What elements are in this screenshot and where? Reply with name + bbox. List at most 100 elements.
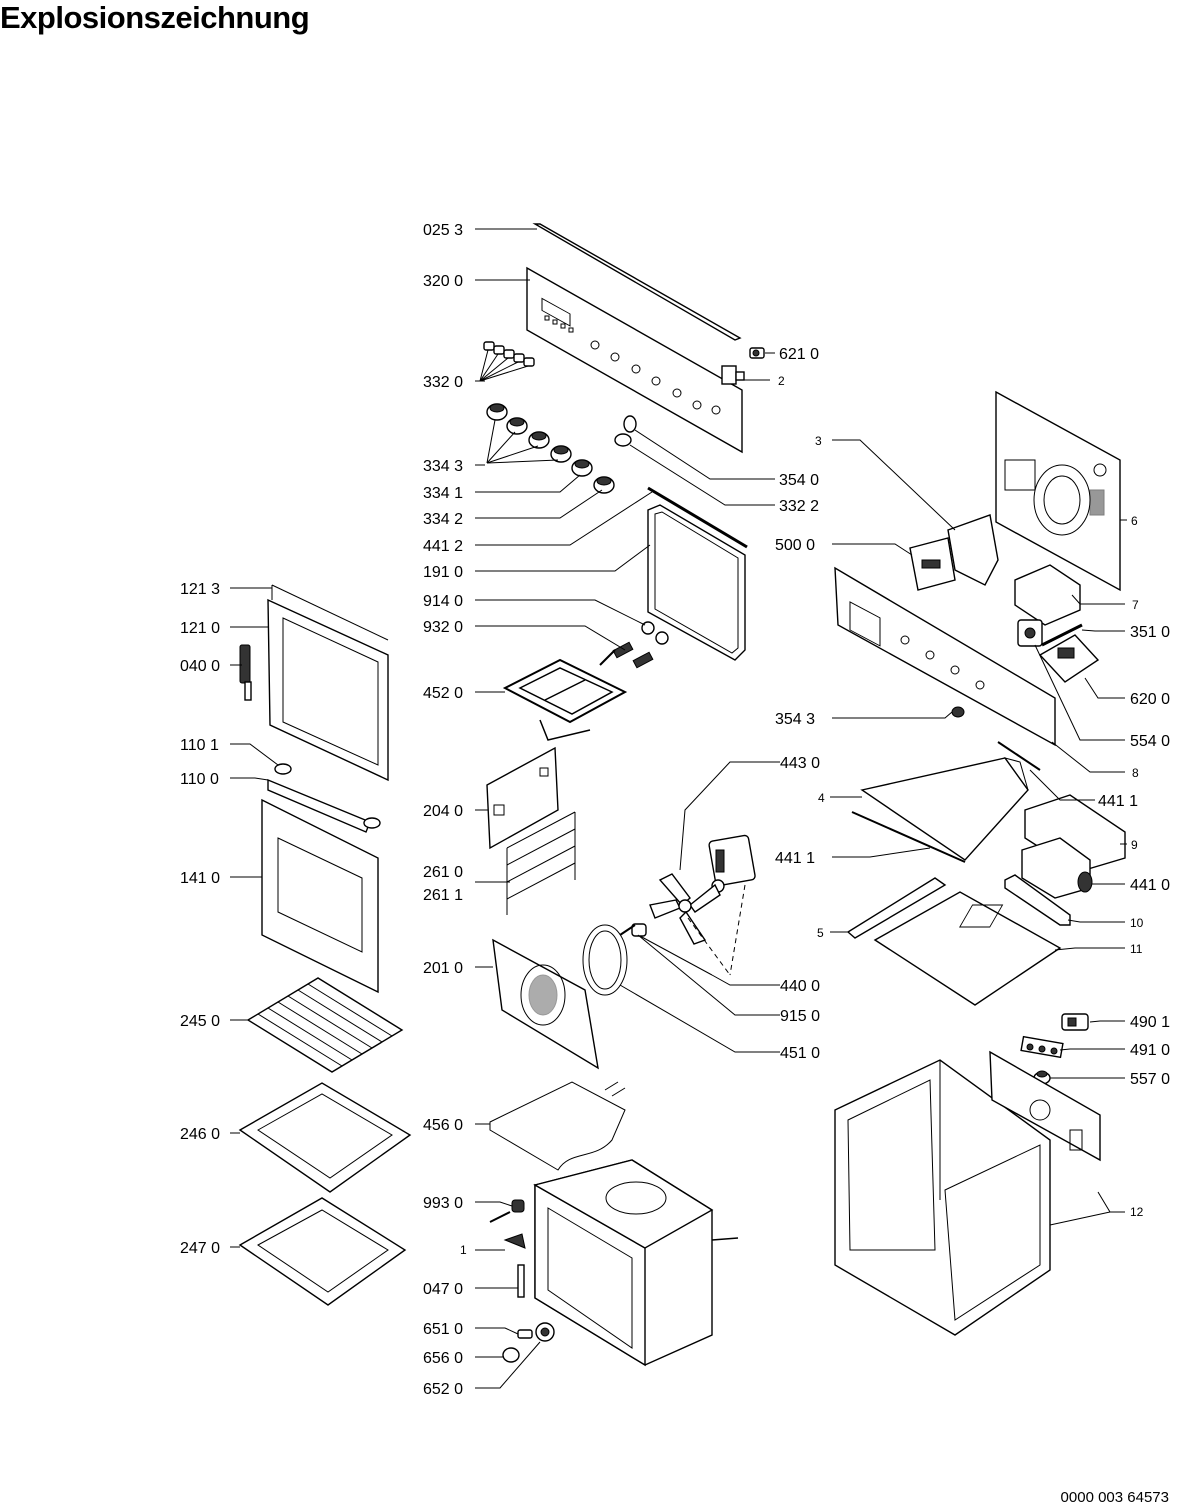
part-motor-cover [1014,564,1081,626]
label-354-0: 354 0 [779,472,819,489]
part-labels: 025 3 320 0 621 0 2 332 0 334 3 334 1 33… [180,222,1170,1398]
panel-display-window [541,297,571,327]
label-354-3: 354 3 [775,711,815,728]
label-191-0: 191 0 [423,564,463,581]
label-11: 11 [1130,942,1143,956]
part-seal-strip [647,486,748,549]
document-number: 0000 003 64573 [1060,1489,1169,1506]
label-246-0: 246 0 [180,1126,220,1143]
label-334-2: 334 2 [423,511,463,528]
panel-knob-holes [590,340,721,415]
part-grill-heating-element [502,649,628,741]
label-621-0: 621 0 [779,346,819,363]
part-timer-cover [947,514,999,586]
part-wire-shelf [246,977,404,1073]
label-914-0: 914 0 [423,593,463,610]
part-control-knobs [486,403,615,494]
part-rear-wall [995,390,1121,592]
part-cooling-fan [1021,837,1093,899]
leader-lines [230,228,1127,1389]
part-door-inner-frame [267,584,389,782]
label-557-0: 557 0 [1130,1071,1170,1088]
part-timer-module [909,537,956,591]
part-fan-cover [492,938,599,1070]
label-320-0: 320 0 [423,273,463,290]
part-side-plate [486,746,559,850]
label-025-3: 025 3 [423,222,463,239]
part-door-hinge [239,644,252,701]
part-indicator-lamp [614,415,637,447]
part-deep-baking-tray [238,1082,412,1193]
label-2: 2 [778,374,785,388]
part-insulation-strip-upper [997,741,1041,771]
dash-fan-axis-lower [687,917,731,976]
label-204-0: 204 0 [423,803,463,820]
label-247-0: 247 0 [180,1240,220,1257]
part-door-handle [267,763,381,833]
label-915-0: 915 0 [780,1008,820,1025]
part-thermostat-probe [1041,623,1083,647]
label-5: 5 [817,926,824,940]
label-441-2: 441 2 [423,538,463,555]
part-panel-bracket [721,365,745,385]
label-8: 8 [1132,766,1139,780]
part-small-lamp [951,706,965,718]
part-top-trim-strip [532,223,742,341]
part-fan-bracket [1004,874,1071,926]
label-1: 1 [460,1243,467,1257]
label-7: 7 [1132,598,1139,612]
label-500-0: 500 0 [775,537,815,554]
label-245-0: 245 0 [180,1013,220,1030]
label-3: 3 [815,434,822,448]
label-332-2: 332 2 [779,498,819,515]
label-332-0: 332 0 [423,374,463,391]
label-491-0: 491 0 [1130,1042,1170,1059]
part-flat-baking-tray [238,1197,407,1306]
part-mains-switch [1061,1013,1089,1031]
label-047-0: 047 0 [423,1281,463,1298]
label-121-0: 121 0 [180,620,220,637]
part-oven-cavity [533,1159,739,1367]
label-651-0: 651 0 [423,1321,463,1338]
label-12: 12 [1130,1205,1144,1219]
part-terminal-connectors [612,621,669,669]
label-334-3: 334 3 [423,458,463,475]
part-bottom-plate [873,891,1062,1006]
part-knob-shafts [483,341,535,367]
part-screw-assembly [489,1199,526,1298]
part-outer-door-glass [261,798,379,994]
label-451-0: 451 0 [780,1045,820,1062]
dash-fan-axis-upper [729,884,746,976]
page-title: Explosionszeichnung [0,0,310,35]
part-thermostat [1017,619,1043,647]
part-lower-heating-element [489,1081,626,1171]
label-201-0: 201 0 [423,960,463,977]
label-4: 4 [818,791,825,805]
label-261-0: 261 0 [423,864,463,881]
label-456-0: 456 0 [423,1117,463,1134]
part-circular-heating-element [582,924,636,996]
part-support-rail [846,877,947,939]
label-6: 6 [1131,514,1138,528]
label-334-1: 334 1 [423,485,463,502]
label-441-1-lower: 441 1 [775,850,815,867]
label-656-0: 656 0 [423,1350,463,1367]
panel-buttons [544,315,574,333]
label-141-0: 141 0 [180,870,220,887]
part-top-cover [860,757,1029,861]
part-control-panel [526,266,743,454]
label-554-0: 554 0 [1130,733,1170,750]
label-9: 9 [1131,838,1138,852]
label-443-0: 443 0 [780,755,820,772]
label-440-0: 440 0 [780,978,820,995]
part-insulation-strip-lower [851,811,966,863]
label-441-0: 441 0 [1130,877,1170,894]
label-121-3: 121 3 [180,581,220,598]
label-620-0: 620 0 [1130,691,1170,708]
label-261-1: 261 1 [423,887,463,904]
label-351-0: 351 0 [1130,624,1170,641]
label-441-1-upper: 441 1 [1098,793,1138,810]
part-oven-lamp-assembly [502,1322,555,1363]
part-outer-casing [834,1050,1101,1336]
